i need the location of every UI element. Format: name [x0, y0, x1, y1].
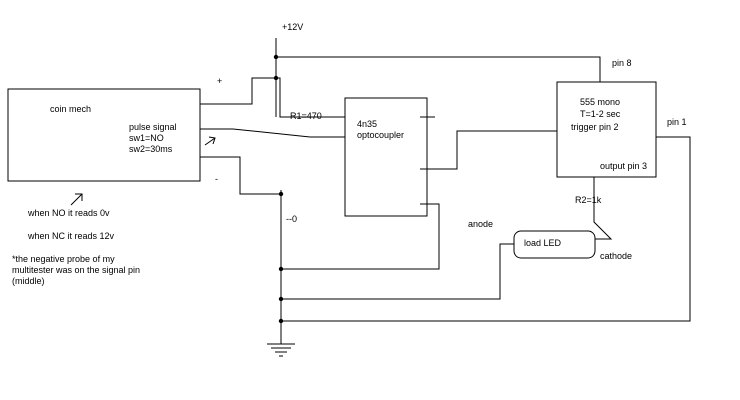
- cathode-label: cathode: [600, 251, 632, 261]
- junction-dot: [278, 266, 284, 272]
- note-nc-label: when NC it reads 12v: [27, 231, 115, 241]
- timer-555: [556, 81, 657, 178]
- ground-icon: [267, 343, 295, 357]
- wire-r2: [593, 174, 613, 240]
- r2-label: R2=1k: [575, 195, 602, 205]
- optocoupler-type-label: optocoupler: [357, 130, 404, 140]
- supply-label: +12V: [282, 22, 303, 32]
- anode-label: anode: [468, 219, 493, 229]
- coin-mech-box: [7, 88, 201, 182]
- trigger-pin-label: trigger pin 2: [571, 122, 619, 132]
- note-probe-line2: multitester was on the signal pin: [12, 265, 140, 275]
- sw1-label: sw1=NO: [129, 133, 164, 143]
- up-arrow-icon: [70, 193, 83, 206]
- optocoupler-name-label: 4n35: [357, 119, 377, 129]
- coin-mech-label: coin mech: [50, 104, 91, 114]
- zero-label: --0: [286, 214, 297, 224]
- junction-dot: [278, 191, 284, 197]
- minus-label: -: [215, 174, 218, 184]
- sw2-label: sw2=30ms: [129, 144, 173, 154]
- wires: [200, 38, 691, 344]
- note-probe-line1: *the negative probe of my: [12, 254, 115, 264]
- wire-opto-to-trigger: [427, 130, 557, 170]
- pin1-label: pin 1: [667, 117, 687, 127]
- optocoupler-box: [344, 97, 428, 217]
- note-probe-line3: (middle): [12, 276, 45, 286]
- pulse-signal-label: pulse signal: [129, 122, 177, 132]
- r1-label: R1=470: [290, 111, 322, 121]
- right-arrow-icon: [204, 136, 216, 146]
- wire-coin-minus: [200, 156, 281, 195]
- labels: +12V pin 8 + - coin mech pulse signal sw…: [12, 22, 687, 286]
- timer-name-label: 555 mono: [580, 97, 620, 107]
- timer-555-box: [556, 81, 657, 178]
- junction-dot: [278, 318, 284, 324]
- load-led-body: [513, 230, 596, 259]
- junctions: [273, 54, 284, 324]
- timer-period-label: T=1-2 sec: [580, 109, 621, 119]
- output-pin-label: output pin 3: [600, 161, 647, 171]
- pin8-label: pin 8: [612, 58, 632, 68]
- optocoupler: [333, 97, 435, 217]
- junction-dot: [273, 54, 279, 60]
- note-no-label: when NO it reads 0v: [27, 208, 110, 218]
- wire-supply-to-555-pin8: [276, 56, 601, 82]
- plus-label: +: [217, 76, 222, 86]
- optocoupler-pin-stubs: [333, 116, 435, 205]
- wire-555-pin1: [281, 136, 691, 322]
- load-led-label: load LED: [524, 238, 562, 248]
- junction-dot: [273, 75, 279, 81]
- wire-pulse-signal: [200, 128, 345, 138]
- junction-dot: [278, 296, 284, 302]
- wire-coin-plus: [200, 77, 276, 105]
- wire-led-anode: [281, 243, 514, 300]
